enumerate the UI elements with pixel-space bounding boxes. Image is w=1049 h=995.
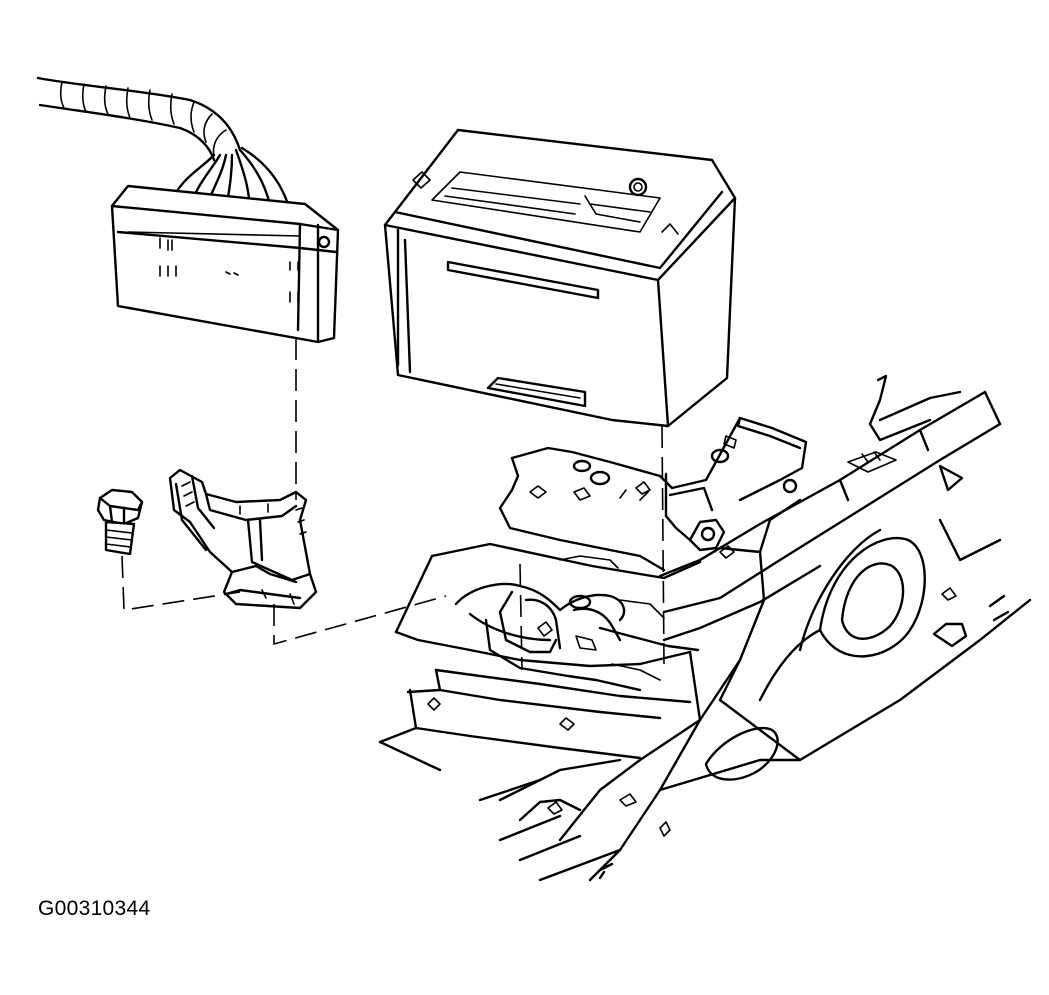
mounting-bracket (168, 468, 318, 610)
frame-rail (378, 374, 1032, 882)
battery (383, 128, 737, 428)
figure-id-label: G00310344 (38, 897, 151, 920)
assembly-leader-lines (121, 338, 665, 671)
bolt (96, 488, 144, 556)
junction-block (110, 184, 340, 344)
battery-tray (378, 416, 808, 760)
